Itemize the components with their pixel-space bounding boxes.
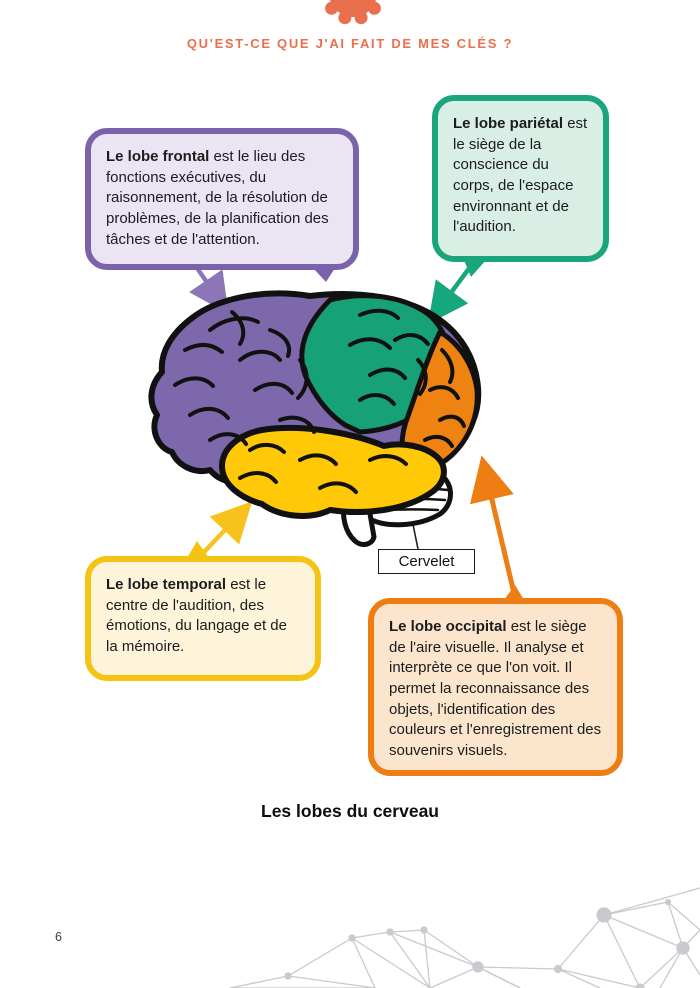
frontal-lobe <box>148 290 482 494</box>
page-header-title: QU'EST-CE QUE J'AI FAIT DE MES CLÉS ? <box>186 36 514 51</box>
cerebellum <box>350 460 453 528</box>
cervelet-label: Cervelet <box>378 549 475 574</box>
callout-frontal-lead: Le lobe frontal <box>106 148 210 165</box>
temporal-arrow <box>202 501 253 554</box>
gear-icon <box>325 0 381 25</box>
callout-temporal-lead: Le lobe temporal <box>106 576 227 593</box>
callout-parietal-lead: Le lobe pariétal <box>453 115 564 132</box>
network-nodes-decoration <box>229 887 700 988</box>
callout-occipital-lobe: Le lobe occipital est le siège de l'aire… <box>368 598 623 776</box>
figure-caption: Les lobes du cerveau <box>261 801 439 821</box>
temporal-lobe <box>219 425 447 519</box>
cervelet-connector-line <box>406 494 419 550</box>
page-number: 6 <box>55 930 62 944</box>
occipital-lobe <box>399 329 480 475</box>
callout-frontal-text: est le lieu des fonctions exécutives, du… <box>106 148 329 248</box>
parietal-arrow <box>427 256 479 324</box>
callout-occipital-text: est le siège de l'aire visuelle. Il anal… <box>389 618 602 760</box>
parietal-lobe <box>299 293 452 435</box>
brain-illustration <box>148 290 482 547</box>
callout-occipital-lead: Le lobe occipital <box>389 618 507 635</box>
brain-gyri <box>173 308 466 494</box>
callout-parietal-lobe: Le lobe pariétal est le siège de la cons… <box>432 95 609 262</box>
callout-temporal-lobe: Le lobe temporal est le centre de l'audi… <box>85 556 321 681</box>
callout-frontal-lobe: Le lobe frontal est le lieu des fonction… <box>85 128 359 270</box>
occipital-arrow <box>469 455 516 592</box>
callout-temporal-text: est le centre de l'audition, des émotion… <box>106 576 287 656</box>
callout-arrows <box>189 256 516 592</box>
callout-parietal-text: est le siège de la conscience du corps, … <box>453 115 588 236</box>
brain-stem <box>340 495 377 547</box>
